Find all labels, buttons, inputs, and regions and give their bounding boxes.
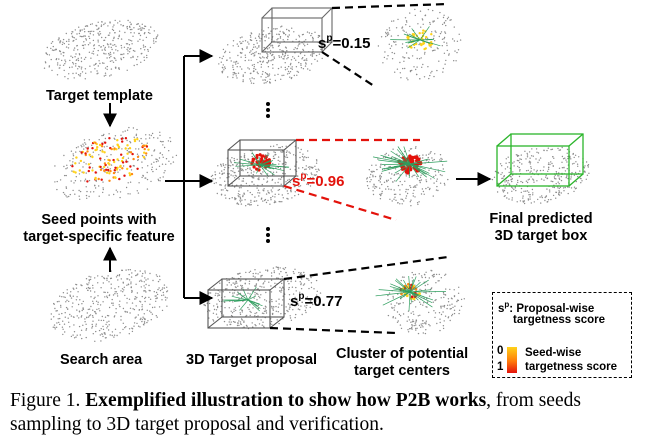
legend-box: sp: Proposal-wise targetness score 0 1 S…	[492, 292, 632, 378]
legend-seed-line2: targetness score	[525, 361, 618, 373]
ellipsis-lower	[266, 227, 270, 243]
legend-proposal-line1: sp: Proposal-wise	[498, 298, 594, 316]
score-middle: sp=0.96	[292, 171, 345, 190]
zoom-lines-top	[321, 2, 449, 87]
label-seed-points-line2: target-specific feature	[23, 229, 175, 245]
legend-color-gradient	[507, 347, 517, 373]
zoom-lines-bottom	[269, 255, 449, 335]
score-bottom-value: =0.77	[304, 293, 343, 310]
proposal-cloud-bottom	[203, 266, 322, 330]
legend-scale-bottom: 1	[497, 361, 504, 373]
legend-proposal-symbol: s	[498, 302, 505, 315]
legend-scale-top: 0	[497, 345, 504, 357]
seed-cloud	[54, 126, 178, 200]
arrow-branch	[165, 49, 214, 305]
score-top-sup: p	[326, 33, 333, 44]
label-final-box: Final predicted 3D target box	[476, 211, 606, 245]
score-top-value: =0.15	[332, 35, 371, 52]
label-final-line1: Final predicted	[489, 211, 593, 227]
zoom-cloud-bottom	[387, 269, 465, 335]
final-cloud	[491, 146, 590, 205]
final-box	[496, 133, 584, 187]
score-bottom-symbol: s	[290, 293, 299, 310]
proposal-cloud-middle	[210, 144, 320, 207]
score-top-symbol: s	[318, 35, 327, 52]
label-cluster-line2: target centers	[354, 363, 450, 379]
label-3d-proposal: 3D Target proposal	[186, 352, 318, 368]
rays-proposal-bottom	[221, 286, 263, 312]
zoom-cloud-middle	[366, 146, 449, 207]
seed-points	[71, 137, 150, 183]
rays-bottom	[375, 275, 447, 311]
figure-caption: Figure 1. Exemplified illustration to sh…	[10, 389, 642, 437]
score-middle-sup: p	[300, 171, 307, 182]
legend-proposal-text1: : Proposal-wise	[509, 302, 595, 315]
score-middle-value: =0.96	[306, 173, 345, 190]
proposal-box-bottom	[207, 278, 285, 329]
proposal-box-top	[261, 7, 333, 53]
score-top: sp=0.15	[318, 33, 371, 52]
label-seed-points: Seed points with target-specific feature	[8, 212, 190, 246]
legend-seed-line1: Seed-wise	[525, 347, 582, 359]
label-final-line2: 3D target box	[494, 228, 588, 244]
score-bottom: sp=0.77	[290, 291, 343, 310]
template-cloud	[43, 19, 159, 80]
search-cloud	[50, 269, 169, 342]
legend-proposal-sup: p	[504, 300, 510, 309]
label-seed-points-line1: Seed points with	[41, 212, 157, 228]
label-cluster: Cluster of potential target centers	[336, 346, 468, 380]
score-bottom-sup: p	[298, 291, 305, 302]
caption-prefix: Figure 1.	[10, 390, 86, 411]
rays-middle	[372, 146, 448, 182]
label-target-template: Target template	[46, 88, 153, 104]
rays-top	[390, 26, 441, 49]
label-cluster-line1: Cluster of potential	[336, 346, 469, 362]
caption-rest: , from seeds sampling to 3D target propo…	[10, 390, 581, 435]
zoom-cloud-top	[377, 8, 462, 81]
point-cloud-layer	[43, 8, 590, 342]
proposal-cloud-top	[218, 25, 326, 85]
ellipsis-upper	[266, 102, 270, 118]
caption-bold: Exemplified illustration to show how P2B…	[85, 390, 487, 411]
score-middle-symbol: s	[292, 173, 301, 190]
legend-proposal-line2: targetness score	[513, 314, 606, 326]
zoom-lines-middle	[283, 138, 420, 222]
proposal-box-middle	[227, 139, 297, 187]
label-search-area: Search area	[60, 352, 143, 368]
